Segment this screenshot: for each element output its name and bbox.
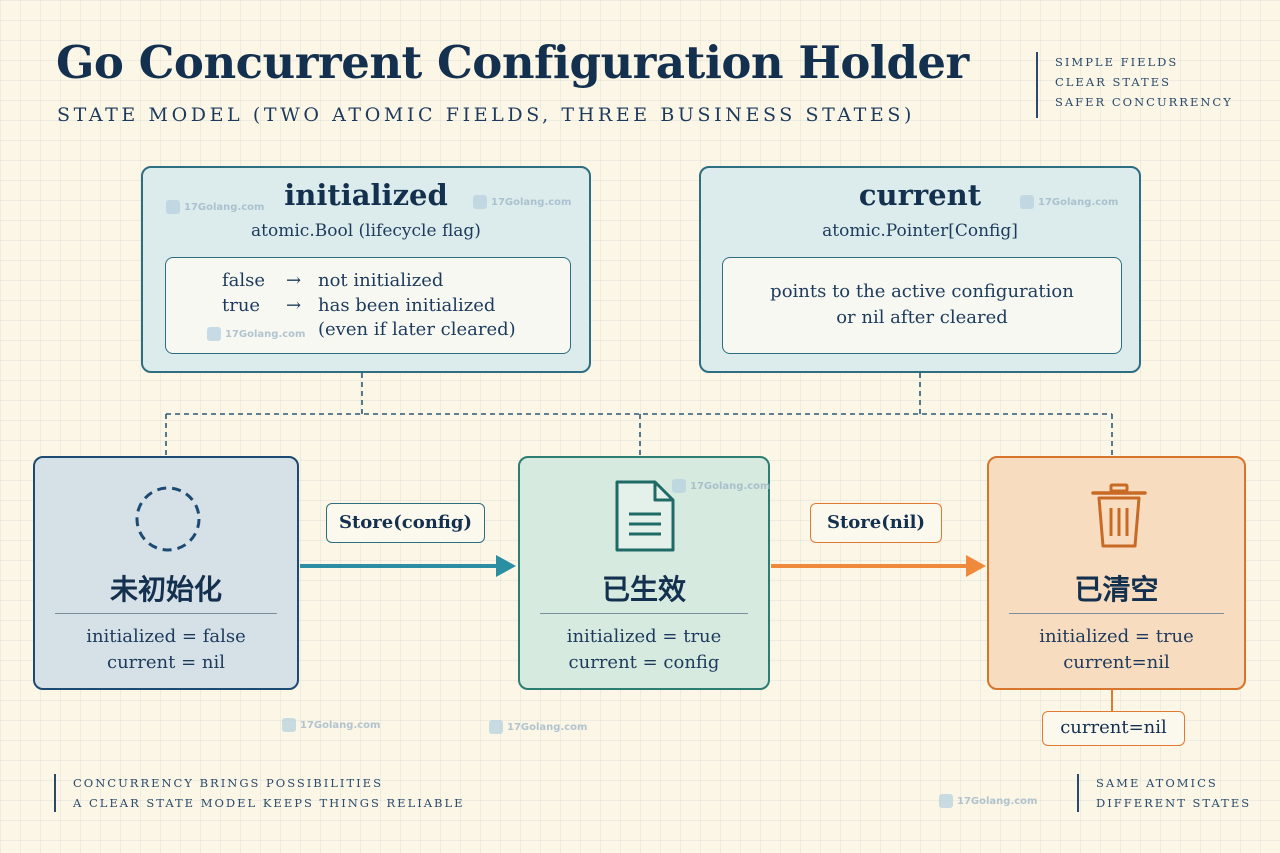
state-value-line: initialized = true [566,626,722,647]
document-icon [615,480,675,552]
field-type: atomic.Pointer[Config] [822,221,1018,241]
state-value-line: initialized = true [1039,626,1194,647]
arrow-glyph: → [286,295,302,316]
state-value-line: current = config [568,652,720,673]
mapping-meaning: has been initialized [318,295,496,316]
header-tags: SIMPLE FIELDS CLEAR STATES SAFER CONCURR… [1055,52,1233,112]
arrow-store-nil [771,555,986,577]
tag-divider [1036,52,1038,118]
logo-icon [166,200,180,214]
footer-line: CONCURRENCY BRINGS POSSIBILITIES [73,776,383,790]
tag-item: SAFER CONCURRENCY [1055,95,1233,109]
watermark: 17Golang.com [939,794,1037,808]
transition-label-store-nil: Store(nil) [810,503,942,543]
arrow-store-config [300,555,516,577]
footer-right: SAME ATOMICS DIFFERENT STATES [1096,773,1251,813]
watermark: 17Golang.com [1020,195,1118,209]
logo-icon [473,195,487,209]
footer-line: DIFFERENT STATES [1096,796,1252,810]
logo-icon [489,720,503,734]
state-name: 未初始化 [109,573,222,606]
field-name: current [858,178,982,212]
watermark: 17Golang.com [166,200,264,214]
current-nil-callout: current=nil [1042,711,1185,746]
footer-line: A CLEAR STATE MODEL KEEPS THINGS RELIABL… [73,796,465,810]
state-cleared: 已清空 initialized = true current=nil [987,456,1246,690]
description-line: or nil after cleared [836,307,1008,328]
arrow-glyph: → [286,270,302,291]
state-value-line: current = nil [107,652,225,673]
logo-icon [672,479,686,493]
tag-item: SIMPLE FIELDS [1055,55,1179,69]
logo-icon [282,718,296,732]
watermark: 17Golang.com [207,327,305,341]
tag-item: CLEAR STATES [1055,75,1171,89]
dashed-circle-icon [135,486,201,552]
transition-label-store-config: Store(config) [326,503,485,543]
field-current: current atomic.Pointer[Config] points to… [699,166,1141,373]
state-uninitialized: 未初始化 initialized = false current = nil [33,456,299,690]
footer-line: SAME ATOMICS [1096,776,1218,790]
value-mapping: false → not initialized true → has been … [165,257,571,354]
mapping-meaning: not initialized [318,270,444,291]
state-value-line: current=nil [1063,652,1170,673]
state-value-line: initialized = false [86,626,246,647]
mapping-note: (even if later cleared) [318,319,516,340]
watermark: 17Golang.com [489,720,587,734]
logo-icon [939,794,953,808]
field-name: initialized [284,178,448,212]
state-name: 已生效 [601,573,686,606]
watermark: 17Golang.com [282,718,380,732]
mapping-value: true [222,295,261,316]
divider [55,613,277,614]
field-initialized: initialized atomic.Bool (lifecycle flag)… [141,166,591,373]
divider [540,613,748,614]
field-type: atomic.Bool (lifecycle flag) [251,221,481,241]
trash-icon [1091,483,1147,548]
logo-icon [207,327,221,341]
watermark: 17Golang.com [672,479,770,493]
page-title: Go Concurrent Configuration Holder [56,36,969,89]
description-line: points to the active configuration [770,281,1074,302]
pointer-description: points to the active configuration or ni… [722,257,1122,354]
logo-icon [1020,195,1034,209]
state-name: 已清空 [1074,573,1159,606]
footer-divider-right [1077,774,1079,812]
mapping-value: false [222,270,266,291]
state-active: 已生效 initialized = true current = config [518,456,770,690]
divider [1009,613,1224,614]
page-subtitle: STATE MODEL (TWO ATOMIC FIELDS, THREE BU… [57,104,915,126]
footer-divider-left [54,774,56,812]
watermark: 17Golang.com [473,195,571,209]
footer-left: CONCURRENCY BRINGS POSSIBILITIES A CLEAR… [73,773,465,813]
